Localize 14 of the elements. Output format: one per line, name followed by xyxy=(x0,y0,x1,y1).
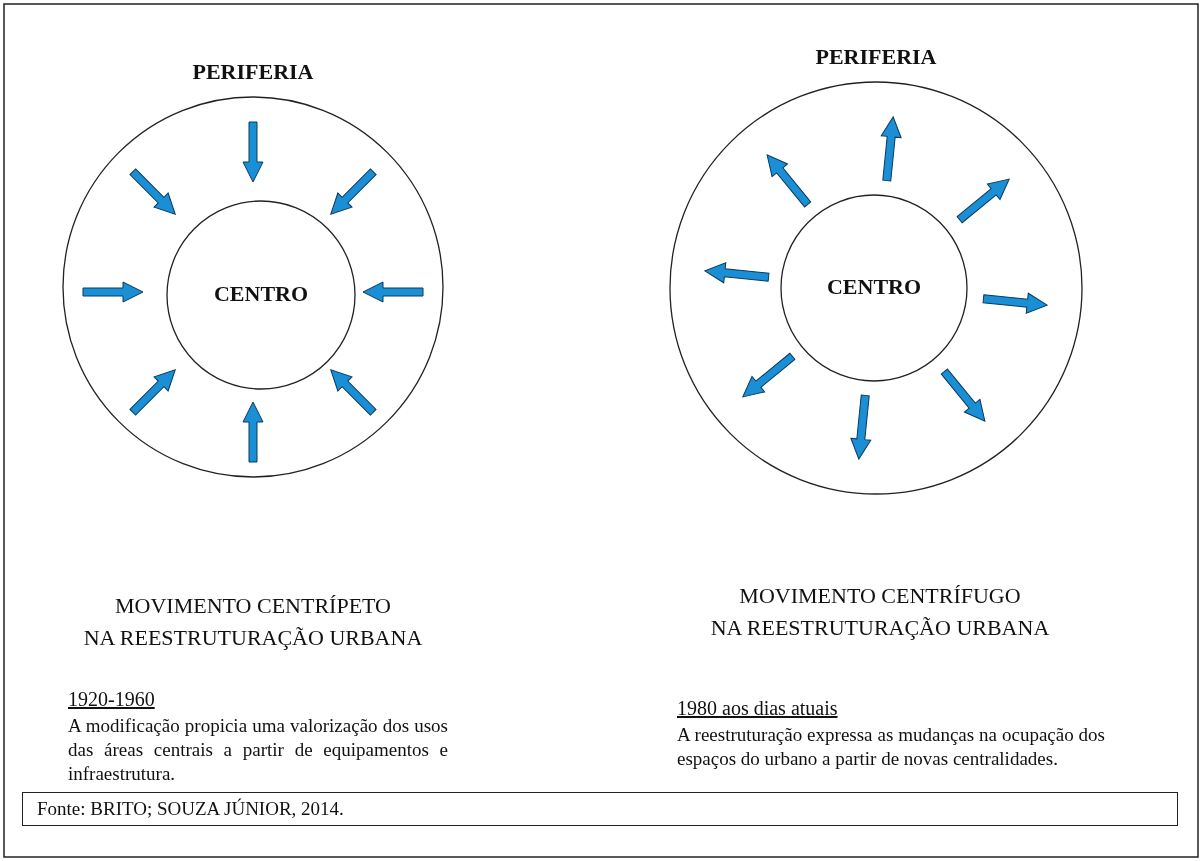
source-box xyxy=(22,792,1178,826)
periphery-heading: PERIFERIA xyxy=(191,59,315,85)
centre-label: CENTRO xyxy=(212,281,310,307)
centre-circle xyxy=(166,200,356,390)
diagram-caption: MOVIMENTO CENTRÍFUGO NA REESTRUTURAÇÃO URBANA xyxy=(709,582,1051,642)
source-note: Fonte: BRITO; SOUZA JÚNIOR, 2014. xyxy=(37,798,344,820)
description-text: A reestruturação expressa as mudanças na ocupação dos espaços do urbano a partir de novas centralidades. xyxy=(677,723,1105,771)
period-heading: 1920-1960 xyxy=(68,688,156,711)
centre-label: CENTRO xyxy=(825,274,923,300)
diagram-caption: MOVIMENTO CENTRÍPETO NA REESTRUTURAÇÃO URBANA xyxy=(82,592,424,652)
centre-circle xyxy=(780,194,968,382)
period-heading: 1980 aos dias atuais xyxy=(677,697,839,720)
description-text: A modificação propicia uma valorização dos usos das áreas centrais a partir de equipamentos e infraestrutura. xyxy=(68,714,448,786)
periphery-heading: PERIFERIA xyxy=(814,44,938,70)
